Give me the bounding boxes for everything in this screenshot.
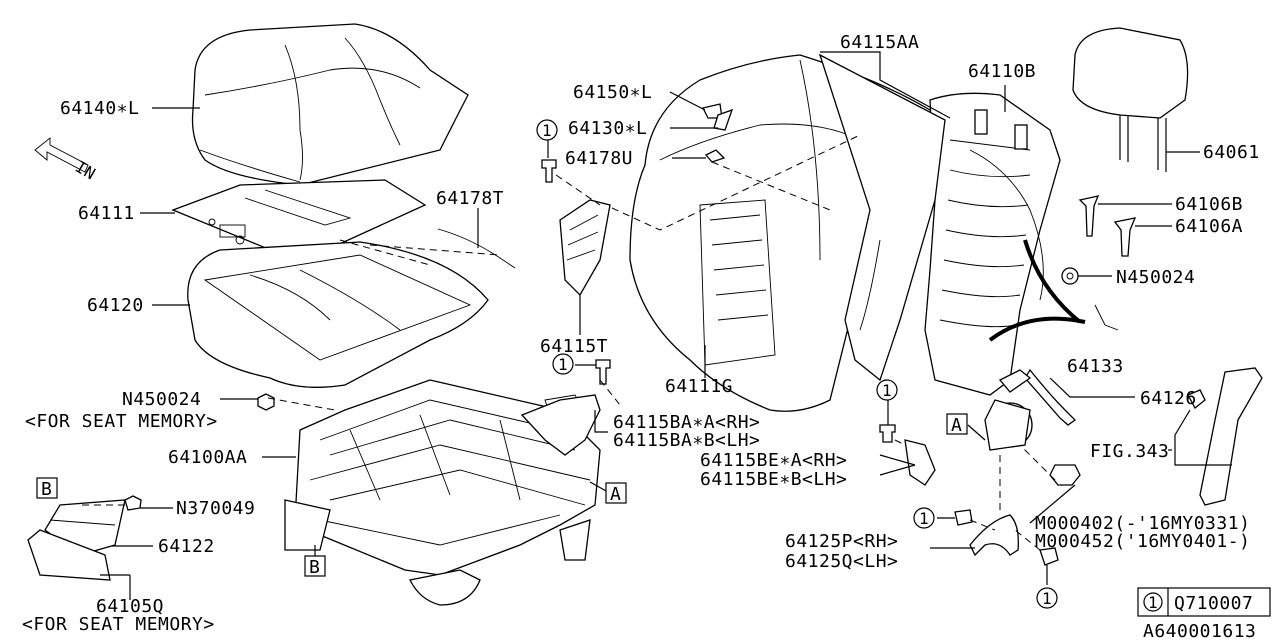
label-64106a: 64106A (1175, 216, 1243, 237)
screw-right-a-part (879, 424, 896, 443)
label-64126: 64126 (1140, 388, 1197, 409)
clip-64178u-part (704, 149, 726, 163)
nut-n450024-right-part (1061, 267, 1079, 285)
label-64115ba-a: 64115BA∗A<RH> (613, 412, 760, 433)
guide-64106a-part (1113, 217, 1137, 257)
clip-64130l-part (713, 108, 734, 131)
svg-text:1: 1 (558, 355, 568, 374)
harness-64133-part (1023, 239, 1082, 324)
label-64178t: 64178T (436, 188, 504, 209)
callout-1-e: 1 (1036, 587, 1058, 609)
label-64120: 64120 (87, 295, 144, 316)
callout-a-right: A (946, 413, 968, 436)
svg-text:1: 1 (542, 121, 552, 140)
label-fig343: FIG.343 (1090, 441, 1169, 462)
label-direction-in: IN (72, 157, 99, 184)
legend-symbol: 1 (1148, 593, 1158, 612)
legend-part: Q710007 (1174, 593, 1253, 614)
label-m000402: M000402(-'16MY0331) (1035, 513, 1250, 534)
trim-64115ba-part (520, 394, 601, 456)
label-64061: 64061 (1203, 142, 1260, 163)
label-64115t: 64115T (540, 336, 608, 357)
cushion-pad-part (187, 241, 489, 388)
label-64140l: 64140∗L (60, 98, 139, 119)
label-n450024-left: N450024 (122, 389, 201, 410)
label-64115ba-b: 64115BA∗B<LH> (613, 430, 760, 451)
label-64150l: 64150∗L (573, 82, 652, 103)
wire-64178t-part (437, 228, 516, 269)
callout-b-bottom: B (304, 555, 326, 578)
label-64115aa: 64115AA (840, 32, 919, 53)
label-n450024-right: N450024 (1116, 267, 1195, 288)
back-panel-part (818, 53, 946, 382)
side-panel-part (559, 199, 611, 297)
svg-text:1: 1 (882, 381, 892, 400)
label-64100aa: 64100AA (168, 447, 247, 468)
label-64115be-b: 64115BE∗B<LH> (700, 469, 847, 490)
label-64125p: 64125P<RH> (785, 531, 898, 552)
callout-a-left: A (605, 482, 627, 505)
fig343-trim-part (1199, 367, 1263, 506)
callout-1-a: 1 (536, 119, 558, 141)
label-64178u: 64178U (565, 148, 633, 169)
label-n370049: N370049 (176, 498, 255, 519)
bolt-m000402-part (1049, 464, 1081, 486)
callout-1-b: 1 (552, 353, 574, 375)
recliner-part (984, 399, 1033, 451)
headrest-part (1072, 27, 1189, 172)
screw-middle-low-part (595, 359, 611, 385)
label-seat-memory-b: <FOR SEAT MEMORY> (22, 614, 215, 635)
svg-text:B: B (41, 479, 52, 500)
harness-64126-part (1024, 368, 1077, 426)
label-64110b: 64110B (968, 61, 1036, 82)
guide-64106b-part (1078, 195, 1100, 237)
svg-text:B: B (309, 557, 320, 578)
callout-1-c: 1 (876, 379, 898, 401)
diagram-id: A640001613 (1143, 621, 1256, 640)
seatback-frame-part (924, 92, 1061, 396)
label-64111g: 64111G (665, 376, 733, 397)
label-64106b: 64106B (1175, 194, 1243, 215)
bolt-m000452-part (1039, 547, 1059, 566)
screw-middle-top-part (541, 159, 557, 183)
cushion-side-cover-part (27, 499, 126, 581)
trim-64115be-part (904, 439, 936, 486)
svg-text:A: A (951, 415, 962, 436)
label-64125q: 64125Q<LH> (785, 551, 898, 572)
label-64115be-a: 64115BE∗A<RH> (700, 450, 847, 471)
callout-b-top: B (36, 477, 58, 500)
label-seat-memory-a: <FOR SEAT MEMORY> (25, 411, 218, 432)
direction-in-arrow-icon (34, 137, 89, 173)
screw-right-b-part (954, 509, 973, 526)
label-64130l: 64130∗L (568, 118, 647, 139)
label-64111: 64111 (78, 203, 135, 224)
nut-n450024-left-part (257, 393, 275, 411)
label-64105q: 64105Q (96, 596, 164, 617)
label-m000452: M000452('16MY0401-) (1035, 531, 1250, 552)
recliner-cover-part (969, 514, 1019, 557)
label-64122: 64122 (158, 536, 215, 557)
cushion-cover-part (191, 23, 469, 186)
svg-text:1: 1 (919, 509, 929, 528)
label-64133: 64133 (1067, 356, 1124, 377)
callout-1-d: 1 (913, 507, 935, 529)
svg-text:A: A (610, 484, 621, 505)
svg-text:1: 1 (1042, 589, 1052, 608)
legend-box: 1 Q710007 (1137, 587, 1271, 617)
nut-n370049-part (124, 495, 142, 511)
seat-frame-part (284, 379, 601, 606)
